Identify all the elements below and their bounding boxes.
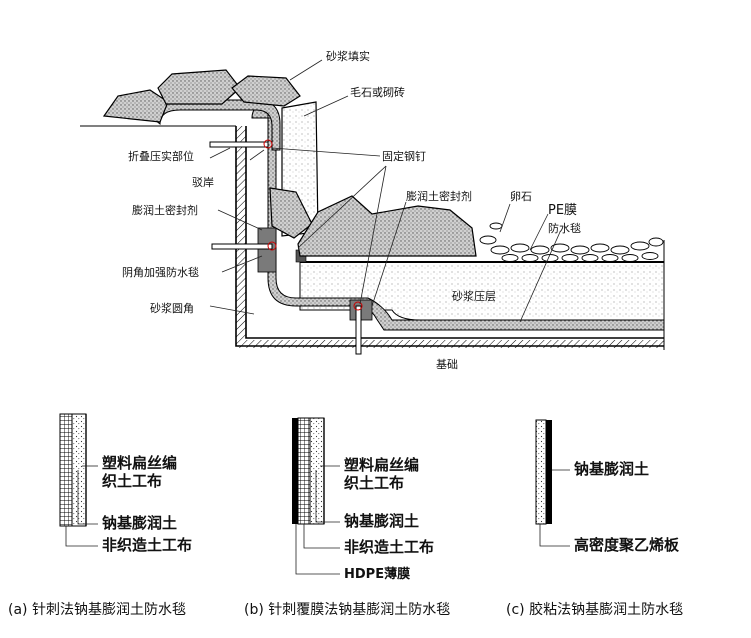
- label-bank: 驳岸: [192, 176, 214, 189]
- corner-reinforce-block: [257, 227, 277, 273]
- label-mortar-fill: 砂浆填实: [326, 49, 370, 63]
- fixing-nails: [209, 141, 362, 355]
- detail-a-bentonite-layer: [71, 413, 87, 527]
- detail-b-layer-4: 非织造土工布: [344, 538, 434, 556]
- pebbles: [479, 222, 664, 262]
- detail-c-bentonite-layer: [535, 419, 547, 525]
- stone-3: [231, 75, 301, 107]
- stone-2: [157, 69, 241, 105]
- label-pebble: 卵石: [510, 190, 532, 203]
- detail-b-bentonite-layer: [309, 417, 325, 525]
- detail-c-layer-1: 钠基膨润土: [574, 460, 649, 478]
- detail-a-layer-3: 钠基膨润土: [102, 514, 177, 532]
- label-corner-reinforce: 阴角加强防水毯: [122, 265, 199, 279]
- caption-c: (c) 胶粘法钠基膨润土防水毯: [506, 601, 683, 618]
- detail-c-layer-2: 高密度聚乙烯板: [574, 536, 680, 554]
- label-mortar-fillet: 砂浆圆角: [150, 301, 194, 315]
- label-mortar-layer: 砂浆压层: [452, 289, 496, 303]
- detail-b-hdpe-layer: [292, 418, 298, 524]
- label-bentonite-sealant-left: 膨润土密封剂: [132, 203, 198, 217]
- label-pe-film: PE膜: [548, 203, 577, 218]
- label-waterproof-blanket: 防水毯: [548, 221, 581, 235]
- detail-c-hdpe-board: [546, 420, 552, 524]
- stone-4: [269, 187, 313, 239]
- leaders: [209, 59, 561, 323]
- detail-b-layer-3: 钠基膨润土: [344, 512, 419, 530]
- label-bentonite-sealant-mid: 膨润土密封剂: [406, 189, 472, 203]
- detail-b-woven-layer: [297, 417, 311, 525]
- detail-a-woven-layer: [59, 413, 73, 527]
- detail-b-layer-1: 塑料扁丝编: [344, 456, 419, 474]
- detail-b: 塑料扁丝编 织土工布 钠基膨润土 非织造土工布 HDPE薄膜: [292, 417, 434, 582]
- detail-b-layer-2: 织土工布: [344, 474, 404, 492]
- detail-a-layer-1: 塑料扁丝编: [102, 454, 177, 472]
- section-drawing: 砂浆填实 毛石或砌砖 折叠压实部位 固定钢钉 驳岸 膨润土密封剂 膨润土密封剂 …: [80, 49, 665, 371]
- bank-outline: [235, 126, 664, 347]
- detail-c: 钠基膨润土 高密度聚乙烯板: [535, 419, 680, 554]
- boulder: [297, 195, 477, 257]
- label-foundation: 基础: [436, 358, 458, 371]
- detail-a-layer-4: 非织造土工布: [102, 536, 192, 554]
- detail-a: 塑料扁丝编 织土工布 钠基膨润土 非织造土工布: [59, 413, 192, 554]
- detail-a-layer-2: 织土工布: [102, 472, 162, 490]
- stone-1: [102, 89, 169, 123]
- label-fold-compact: 折叠压实部位: [128, 149, 194, 163]
- caption-a: (a) 针刺法钠基膨润土防水毯: [8, 601, 186, 618]
- label-fixing-nail: 固定钢钉: [382, 149, 426, 163]
- label-rubble: 毛石或砌砖: [350, 85, 405, 99]
- nail-marks: [263, 139, 363, 311]
- detail-b-layer-5: HDPE薄膜: [344, 566, 410, 582]
- caption-b: (b) 针刺覆膜法钠基膨润土防水毯: [244, 601, 450, 618]
- bank-inner-outline: [245, 126, 664, 339]
